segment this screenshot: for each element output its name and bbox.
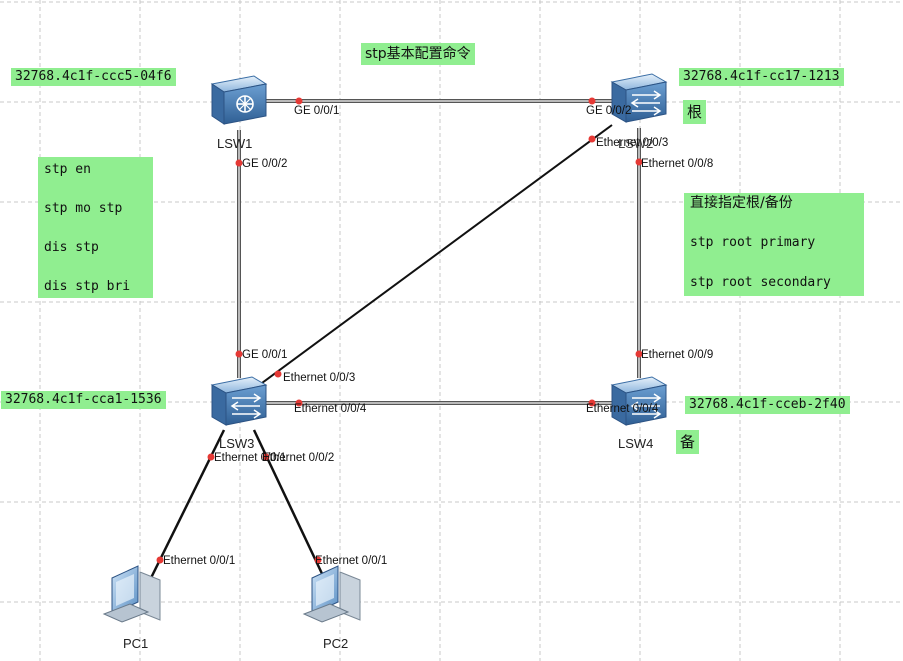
command-line: dis stp bri <box>44 279 131 294</box>
command-line: dis stp <box>44 240 99 255</box>
lsw1-bridge-id: 32768.4c1f-ccc5-04f6 <box>11 68 176 86</box>
link-lsw2-lsw3[interactable] <box>261 124 613 384</box>
pc-icon <box>102 565 161 623</box>
pc-icon <box>302 565 361 623</box>
port-label: Ethernet 0/0/1 <box>163 555 235 567</box>
port-label: Ethernet 0/0/1 <box>315 555 387 567</box>
lsw4-backup-tag: 备 <box>676 430 700 454</box>
switch-icon <box>610 376 668 426</box>
command-line: stp root primary <box>690 235 816 250</box>
command-heading: 直接指定根/备份 <box>690 195 793 211</box>
switch-icon <box>210 75 268 125</box>
port-label: GE 0/0/1 <box>242 349 287 361</box>
lsw3-device[interactable]: LSW3 <box>210 376 268 451</box>
lsw4-label: LSW4 <box>618 436 653 451</box>
port-label: GE 0/0/1 <box>294 105 339 117</box>
port-label: Ethernet 0/0/9 <box>641 349 713 361</box>
lsw1-device[interactable]: LSW1 <box>210 75 268 151</box>
lsw1-label: LSW1 <box>217 136 252 151</box>
command-line: stp en <box>44 162 91 177</box>
port-label: Ethernet 0/0/3 <box>596 137 668 149</box>
switch-icon <box>610 73 668 123</box>
command-line: stp root secondary <box>690 275 831 290</box>
port-label: GE 0/0/2 <box>586 105 631 117</box>
port-label: GE 0/0/2 <box>242 158 287 170</box>
pc1-device[interactable]: PC1 <box>102 565 161 651</box>
lsw3-label: LSW3 <box>219 436 254 451</box>
stp-command-list: stp en stp mo stp dis stp dis stp bri <box>38 157 153 298</box>
root-command-list: 直接指定根/备份 stp root primary stp root secon… <box>684 193 864 296</box>
pc1-label: PC1 <box>123 636 148 651</box>
port-label: Ethernet 0/0/1 <box>214 452 286 464</box>
port-dots <box>156 97 643 564</box>
command-line: stp mo stp <box>44 201 123 216</box>
diagram-title: stp基本配置命令 <box>361 43 475 65</box>
lsw2-root-tag: 根 <box>683 100 707 124</box>
lsw3-bridge-id: 32768.4c1f-cca1-1536 <box>1 391 166 409</box>
port-label: Ethernet 0/0/4 <box>586 403 659 415</box>
lsw4-device[interactable]: LSW4 <box>610 376 668 451</box>
pc2-label: PC2 <box>323 636 348 651</box>
port-label: Ethernet 0/0/8 <box>641 158 713 170</box>
port-label: Ethernet 0/0/3 <box>283 372 355 384</box>
port-label: Ethernet 0/0/4 <box>294 403 367 415</box>
lsw2-bridge-id: 32768.4c1f-cc17-1213 <box>679 68 844 86</box>
lsw2-device[interactable]: LSW2 <box>610 73 668 151</box>
lsw2-label: LSW2 <box>618 136 653 151</box>
pc2-device[interactable]: PC2 <box>302 565 361 651</box>
port-label: Ethernet 0/0/2 <box>262 452 334 464</box>
lsw4-bridge-id: 32768.4c1f-cceb-2f40 <box>685 396 850 414</box>
switch-icon <box>210 376 268 426</box>
